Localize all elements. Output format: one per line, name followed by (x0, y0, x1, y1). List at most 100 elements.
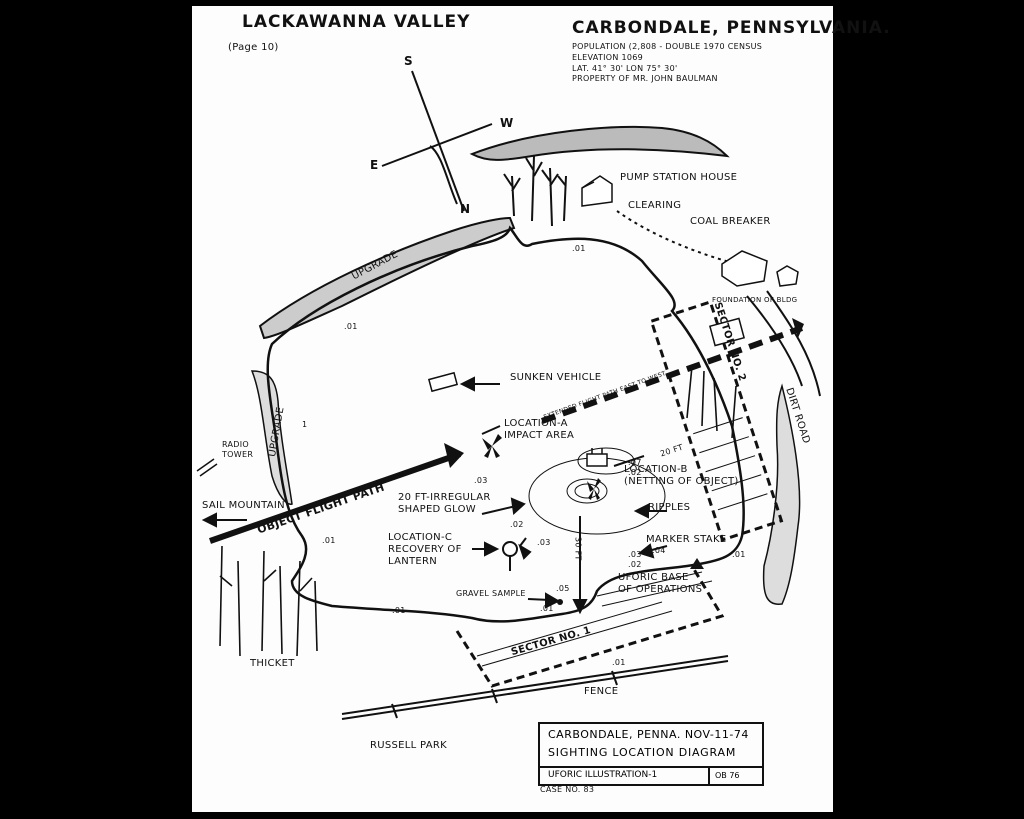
uforic-base-marker (690, 558, 704, 569)
location-c-item: LANTERN (388, 556, 438, 567)
depth-value: .01 (392, 606, 406, 615)
sail-mountain-label: SAIL MOUNTAIN (202, 500, 285, 511)
pointer-arrows (201, 376, 668, 615)
depth-value: .02 (628, 468, 642, 477)
compass-s: S (404, 54, 413, 68)
clearing-label: CLEARING (628, 200, 682, 211)
page-number: (Page 10) (228, 42, 279, 53)
title-box-line-3: UFORIC ILLUSTRATION-1 (548, 770, 658, 780)
glow-line-2: SHAPED GLOW (398, 504, 476, 515)
depth-value: .02 (510, 520, 524, 529)
diagram-sheet: LACKAWANNA VALLEY (Page 10) CARBONDALE, … (192, 6, 890, 812)
extended-path-arrow (792, 318, 804, 338)
clearing-path (616, 210, 753, 269)
glow-label: 20 FT-IRREGULAR SHAPED GLOW (398, 492, 491, 516)
sunken-vehicle-shape (427, 371, 459, 393)
depth-value: .01 (572, 244, 586, 253)
foundation-label: FOUNDATION OF BLDG (712, 296, 798, 304)
lake-outline (266, 225, 745, 623)
pump-station-label: PUMP STATION HOUSE (620, 172, 738, 183)
gravel-sample-label: GRAVEL SAMPLE (456, 589, 526, 598)
uforic-base-line-1: UFORIC BASE (618, 572, 689, 583)
object-flight-path (209, 451, 461, 544)
depth-value: .03 (474, 476, 488, 485)
thicket-label: THICKET (250, 658, 295, 669)
pump-house (581, 175, 613, 207)
radio-tower-line-1: RADIO (222, 440, 250, 449)
ripples-label: RIPPLES (648, 502, 691, 513)
fence-label: FENCE (584, 686, 619, 697)
sunken-vehicle-label: SUNKEN VEHICLE (510, 372, 602, 383)
coal-road (746, 295, 803, 387)
depth-value: .05 (556, 584, 570, 593)
radio-tower-shape (196, 458, 218, 477)
location-a-name: LOCATION-A (504, 418, 568, 429)
trees-sector2 (686, 365, 737, 439)
location-a-marker (482, 434, 502, 458)
sector-1 (455, 565, 725, 688)
uforic-base-line-2: OF OPERATIONS (618, 584, 703, 595)
title-box-line-1: CARBONDALE, PENNA. NOV-11-74 (548, 728, 749, 741)
depth-value: .02 (628, 560, 642, 569)
location-c-label: LOCATION-C RECOVERY OF LANTERN (388, 532, 462, 568)
location-c-lantern (502, 537, 532, 571)
info-population: POPULATION (2,808 - DOUBLE 1970 CENSUS (572, 42, 763, 51)
uforic-base-label: UFORIC BASE OF OPERATIONS (618, 572, 702, 596)
depth-value: .01 (732, 550, 746, 559)
netting-object (586, 448, 608, 467)
title-box-vdivider (708, 766, 710, 784)
depth-value: .01 (322, 536, 336, 545)
foundation-block (709, 317, 745, 347)
depth-value: .01 (344, 322, 358, 331)
radio-tower-line-2: TOWER (222, 449, 254, 459)
coal-breaker-building (721, 250, 799, 287)
compass-rose (381, 70, 493, 212)
thirty-ft-label: 30 FT (573, 537, 583, 561)
depth-value: .07 (628, 458, 642, 467)
depth-value: .01 (540, 604, 554, 613)
case-number: CASE NO. 83 (540, 785, 595, 794)
fence-line (341, 655, 729, 720)
location-c-desc: RECOVERY OF (388, 544, 462, 555)
sector-2 (649, 300, 784, 542)
coal-breaker-label: COAL BREAKER (690, 216, 771, 227)
right-bank (762, 383, 801, 605)
extended-flight-path (540, 325, 804, 424)
title-box-code: OB 76 (715, 771, 740, 780)
title-box-line-2: SIGHTING LOCATION DIAGRAM (548, 746, 737, 759)
location-c-name: LOCATION-C (388, 532, 453, 543)
site-map (196, 70, 821, 720)
title-box-divider (540, 766, 762, 768)
location-b-label: LOCATION-B (NETTING OF OBJECT) (624, 464, 739, 488)
marker-stake-label: MARKER STAKE (646, 534, 727, 545)
location-a-label: LOCATION-A IMPACT AREA (504, 418, 574, 442)
depth-value: .04 (652, 546, 666, 555)
compass-e: E (370, 158, 379, 172)
coal-road-2 (766, 290, 821, 397)
compass-n: N (460, 202, 471, 216)
depth-value: .03 (628, 550, 642, 559)
trees-top (503, 155, 567, 227)
compass-w: W (500, 116, 514, 130)
info-elevation: ELEVATION 1069 (572, 52, 644, 62)
location-b-desc: (NETTING OF OBJECT) (624, 476, 739, 487)
upgrade-bank-top (258, 216, 516, 340)
depth-value: .01 (612, 658, 626, 667)
flight-path-arrow (444, 443, 464, 468)
russell-park-label: RUSSELL PARK (370, 740, 447, 751)
location-a-desc: IMPACT AREA (504, 430, 575, 441)
info-property: PROPERTY OF MR. JOHN BAULMAN (572, 74, 718, 84)
ridge-top (469, 125, 730, 161)
upgrade-bank-left (250, 370, 293, 505)
depth-value: .03 (537, 538, 551, 547)
diagram-title-box: CARBONDALE, PENNA. NOV-11-74 SIGHTING LO… (538, 722, 764, 786)
depth-value: 1 (302, 420, 308, 429)
location-b-marker (587, 478, 601, 500)
place-info: POPULATION (2,808 - DOUBLE 1970 CENSUS E… (572, 42, 762, 85)
radio-tower-label: RADIO TOWER (222, 440, 253, 459)
place-title: CARBONDALE, PENNSYLVANIA. (572, 18, 891, 38)
glow-line-1: 20 FT-IRREGULAR (398, 492, 491, 503)
region-title: LACKAWANNA VALLEY (242, 12, 471, 32)
location-b-name: LOCATION-B (624, 464, 688, 475)
thicket-trees (219, 545, 318, 657)
